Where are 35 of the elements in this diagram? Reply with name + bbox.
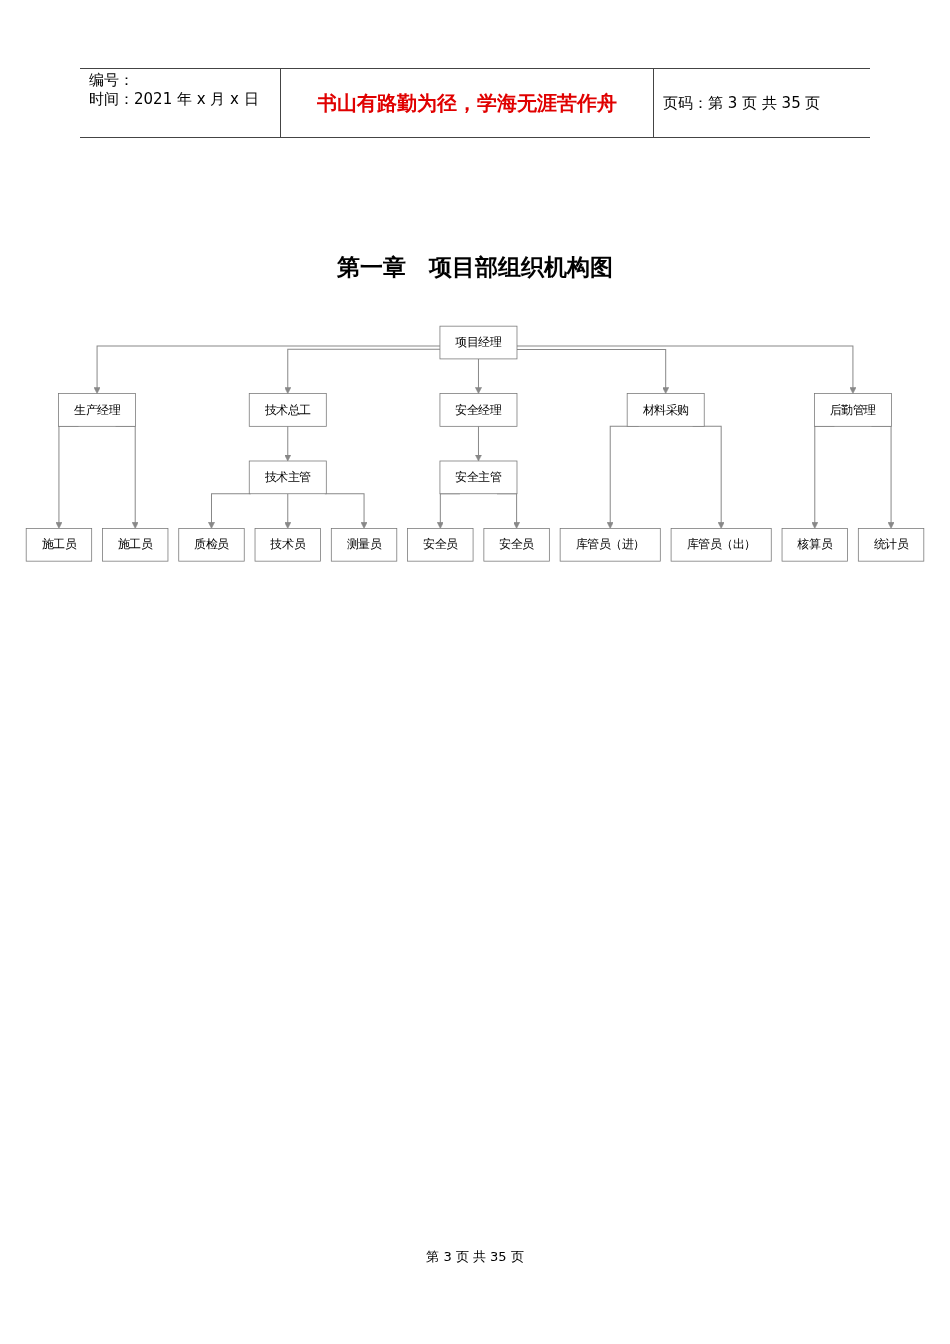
arrow xyxy=(93,345,441,394)
node-box: 安全员 xyxy=(407,528,474,562)
page-title: 第一章 项目部组织机构图 xyxy=(336,253,614,282)
node-box: 质检员 xyxy=(178,528,245,562)
header-motto: 书山有路勤为径，学海无涯苦作舟 xyxy=(317,89,617,117)
arrow xyxy=(475,358,482,394)
arrow xyxy=(516,348,670,394)
node-box: 安全主管 xyxy=(439,460,518,495)
arrow xyxy=(284,425,292,462)
node-box: 统计员 xyxy=(857,528,925,562)
document-number-field: 编号： xyxy=(89,71,271,90)
date-field: 时间：2021 年 x 月 x 日 xyxy=(89,90,271,109)
node-box: 后勤管理 xyxy=(814,393,892,427)
node-box: 材料采购 xyxy=(626,393,705,427)
node-box: 施工员 xyxy=(102,528,169,562)
node-box: 生产经理 xyxy=(58,393,136,427)
arrow xyxy=(284,493,292,529)
arrow xyxy=(324,493,368,529)
node-box: 安全员 xyxy=(483,528,550,562)
node-box: 库管员（进） xyxy=(559,528,661,562)
node-box: 安全经理 xyxy=(439,393,518,427)
node-box: 库管员（出） xyxy=(670,528,772,562)
node-box: 技术总工 xyxy=(248,393,327,427)
arrow xyxy=(208,493,252,529)
node-box: 技术主管 xyxy=(248,460,327,495)
footer-page-number: 第 3 页 共 35 页 xyxy=(425,1248,525,1266)
node-box: 核算员 xyxy=(781,528,848,562)
node-box: 测量员 xyxy=(330,528,398,562)
arrow xyxy=(284,348,441,394)
node-box: 项目经理 xyxy=(439,325,518,360)
arrow xyxy=(516,345,857,394)
node-box: 施工员 xyxy=(25,528,93,562)
page-number: 页码：第 3 页 共 35 页 xyxy=(663,93,822,113)
node-box: 技术员 xyxy=(254,528,321,562)
arrow xyxy=(475,425,482,462)
